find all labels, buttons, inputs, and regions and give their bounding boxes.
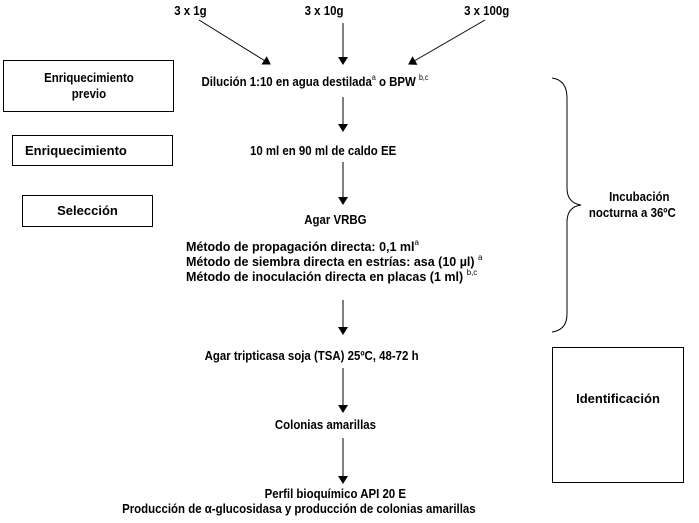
stage-label: Enriquecimiento (25, 142, 127, 158)
stage-box-identification: Identificación (552, 347, 684, 483)
stage-box-pre-enrichment: Enriquecimiento previo (3, 60, 174, 112)
step-enrichment-broth: 10 ml en 90 ml de caldo EE (249, 143, 397, 158)
method-direct-spread: Método de propagación directa: 0,1 mla (186, 238, 419, 255)
incubation-label-line1: Incubación (609, 189, 670, 204)
input-label-100g: 3 x 100g (464, 3, 510, 18)
stage-label-line1: Enriquecimiento (43, 70, 134, 85)
incubation-brace (551, 77, 582, 333)
footnote-a: a (371, 73, 376, 82)
input-label-10g: 3 x 10g (304, 3, 344, 18)
step-alpha-glucosidase: Producción de α-glucosidasa y producción… (122, 501, 476, 516)
stage-label: Identificación (576, 391, 660, 406)
step-tsa-agar: Agar tripticasa soja (TSA) 25ºC, 48-72 h (204, 348, 419, 363)
stage-box-enrichment: Enriquecimiento (12, 135, 173, 166)
step-vrbg-agar: Agar VRBG (304, 212, 367, 227)
method-direct-plate-inoculation: Método de inoculación directa en placas … (186, 268, 478, 285)
footnote-bc: b,c (418, 73, 429, 82)
method-direct-streak: Método de siembra directa en estrías: as… (186, 253, 483, 270)
stage-label: Selección (57, 203, 118, 218)
arrow-1g-to-dilution (198, 19, 271, 65)
arrow-100g-to-dilution (408, 19, 486, 65)
step-yellow-colonies: Colonias amarillas (274, 417, 376, 432)
step-dilution: Dilución 1:10 en agua destiladaa o BPW b… (201, 73, 429, 90)
incubation-label-line2: nocturna a 36ºC (588, 205, 676, 220)
stage-box-selection: Selección (22, 195, 153, 227)
step-biochemical-profile: Perfil bioquímico API 20 E (264, 486, 406, 501)
input-label-1g: 3 x 1g (174, 3, 207, 18)
stage-label-line2: previo (71, 86, 106, 101)
